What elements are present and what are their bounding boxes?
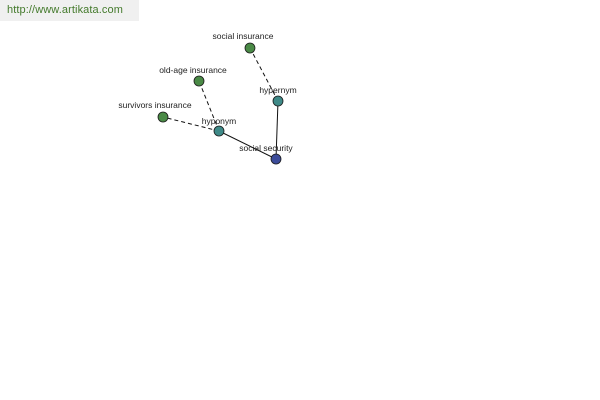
graph-edges <box>162 47 279 160</box>
node-old-age-insurance[interactable]: old-age insurance <box>159 65 227 87</box>
node-survivors-insurance[interactable]: survivors insurance <box>118 100 192 123</box>
node-social-insurance[interactable]: social insurance <box>213 31 274 54</box>
node-dot-survivors-insurance[interactable] <box>157 111 169 123</box>
node-label-survivors-insurance: survivors insurance <box>118 100 191 110</box>
node-label-hypernym: hypernym <box>259 85 296 95</box>
node-hyponym[interactable]: hyponym <box>202 116 237 137</box>
node-hypernym[interactable]: hypernym <box>259 85 297 107</box>
graph-nodes: social security hypernym hyponym social ins… <box>118 31 297 165</box>
node-label-old-age-insurance: old-age insurance <box>159 65 227 75</box>
node-dot-old-age-insurance[interactable] <box>193 75 205 87</box>
source-url-link[interactable]: http://www.artikata.com <box>7 4 124 16</box>
edge-social-security-to-hypernym <box>275 100 279 160</box>
source-url-banner: http://www.artikata.com <box>0 0 139 21</box>
node-social-security[interactable]: social security <box>239 143 293 165</box>
edge-hyponym-to-survivors-insurance <box>162 116 220 132</box>
edge-hyponym-to-old-age-insurance <box>198 80 220 132</box>
node-label-social-insurance: social insurance <box>213 31 274 41</box>
node-dot-hyponym[interactable] <box>213 125 225 137</box>
node-dot-hypernym[interactable] <box>272 95 284 107</box>
edge-hypernym-to-social-insurance <box>249 47 279 102</box>
edge-social-security-to-hyponym <box>218 130 277 160</box>
node-label-social-security: social security <box>239 143 293 153</box>
node-dot-social-security[interactable] <box>270 153 282 165</box>
node-dot-social-insurance[interactable] <box>244 42 256 54</box>
node-label-hyponym: hyponym <box>202 116 237 126</box>
